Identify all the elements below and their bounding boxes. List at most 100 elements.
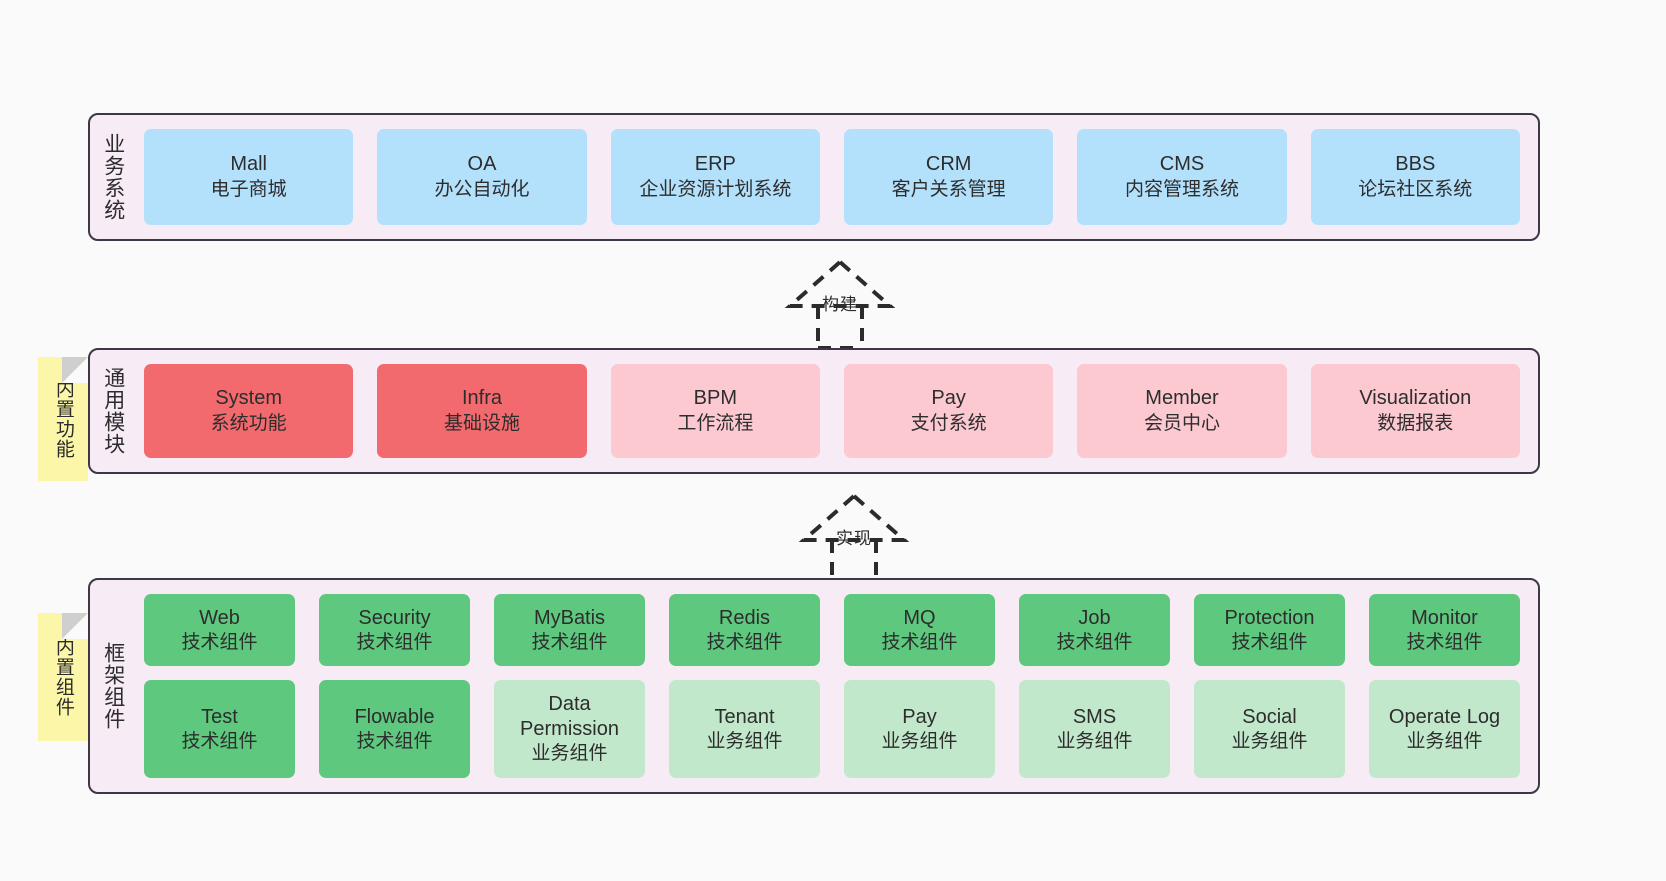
node-title: Social: [1242, 705, 1297, 728]
node-subtitle: 论坛社区系统: [1358, 178, 1473, 200]
node-title: Flowable: [354, 705, 435, 728]
node-subtitle: 业务组件: [706, 730, 783, 752]
note-builtin-component-label: 内置组件: [52, 637, 74, 717]
node-oa[interactable]: OA 办公自动化: [377, 129, 587, 225]
layer-business-system-label: 业务系统: [101, 133, 125, 221]
connector-implement: 实现: [754, 492, 954, 584]
node-subtitle: 业务组件: [1231, 730, 1308, 752]
node-sms[interactable]: SMS 业务组件: [1019, 680, 1170, 778]
node-subtitle: 业务组件: [531, 743, 608, 765]
node-security[interactable]: Security 技术组件: [319, 594, 470, 667]
node-title: Mall: [230, 153, 267, 176]
node-subtitle: 工作流程: [677, 412, 754, 434]
node-bpm[interactable]: BPM 工作流程: [610, 364, 820, 458]
node-title: Member: [1145, 387, 1219, 410]
node-title: MQ: [903, 606, 936, 629]
node-title: OA: [467, 153, 497, 176]
layer-common-module-label: 通用模块: [101, 367, 125, 455]
node-redis[interactable]: Redis 技术组件: [669, 594, 820, 667]
node-cms[interactable]: CMS 内容管理系统: [1077, 129, 1287, 225]
node-row: Mall 电子商城 OA 办公自动化 ERP 企业资源计划系统 CRM 客户关系…: [144, 129, 1520, 225]
node-title: Visualization: [1359, 387, 1472, 410]
node-social[interactable]: Social 业务组件: [1194, 680, 1345, 778]
node-title: BBS: [1395, 153, 1436, 176]
node-subtitle: 企业资源计划系统: [639, 178, 792, 200]
node-subtitle: 会员中心: [1143, 412, 1220, 434]
node-crm[interactable]: CRM 客户关系管理: [843, 129, 1054, 225]
layer-business-system-body: Mall 电子商城 OA 办公自动化 ERP 企业资源计划系统 CRM 客户关系…: [136, 115, 1538, 239]
node-mq[interactable]: MQ 技术组件: [844, 594, 995, 667]
node-data-permission[interactable]: Data Permission 业务组件: [494, 680, 645, 778]
node-title: Pay: [902, 705, 937, 728]
node-infra[interactable]: Infra 基础设施: [377, 364, 587, 458]
node-title: ERP: [694, 153, 736, 176]
node-title: Data Permission: [520, 693, 619, 741]
node-subtitle: 系统功能: [210, 412, 287, 434]
layer-common-module-body: System 系统功能 Infra 基础设施 BPM 工作流程 Pay 支付系统…: [136, 350, 1538, 472]
connector-build-label: 构建: [822, 295, 858, 314]
note-builtin-component[interactable]: 内置组件: [38, 613, 88, 741]
node-subtitle: 业务组件: [1406, 730, 1483, 752]
note-builtin-function[interactable]: 内置功能: [38, 357, 88, 481]
node-subtitle: 支付系统: [910, 412, 987, 434]
node-subtitle: 客户关系管理: [891, 178, 1006, 200]
node-mall[interactable]: Mall 电子商城: [144, 129, 354, 225]
node-title: SMS: [1072, 705, 1117, 728]
node-subtitle: 技术组件: [1406, 631, 1483, 653]
node-subtitle: 技术组件: [181, 730, 258, 752]
node-flowable[interactable]: Flowable 技术组件: [319, 680, 470, 778]
node-row: System 系统功能 Infra 基础设施 BPM 工作流程 Pay 支付系统…: [144, 364, 1520, 458]
node-system[interactable]: System 系统功能: [144, 364, 354, 458]
node-visualization[interactable]: Visualization 数据报表: [1310, 364, 1520, 458]
node-title: Pay: [931, 387, 966, 410]
node-bbs[interactable]: BBS 论坛社区系统: [1310, 129, 1520, 225]
node-pay-module[interactable]: Pay 支付系统: [843, 364, 1054, 458]
note-builtin-function-label: 内置功能: [52, 379, 74, 459]
node-subtitle: 数据报表: [1377, 412, 1454, 434]
layer-framework-component[interactable]: 框架组件 Web 技术组件 Security 技术组件 MyBatis 技术组件…: [88, 578, 1540, 794]
layer-business-system[interactable]: 业务系统 Mall 电子商城 OA 办公自动化 ERP 企业资源计划系统 CRM…: [88, 113, 1540, 241]
node-protection[interactable]: Protection 技术组件: [1194, 594, 1345, 667]
node-title: CMS: [1159, 153, 1205, 176]
layer-common-module[interactable]: 通用模块 System 系统功能 Infra 基础设施 BPM 工作流程 Pay…: [88, 348, 1540, 474]
node-mybatis[interactable]: MyBatis 技术组件: [494, 594, 645, 667]
node-subtitle: 技术组件: [881, 631, 958, 653]
node-title: BPM: [693, 387, 737, 410]
node-title: System: [215, 387, 282, 410]
layer-framework-component-body: Web 技术组件 Security 技术组件 MyBatis 技术组件 Redi…: [136, 580, 1538, 792]
node-subtitle: 技术组件: [356, 730, 433, 752]
node-title: Security: [358, 606, 431, 629]
node-subtitle: 电子商城: [210, 178, 287, 200]
node-subtitle: 技术组件: [531, 631, 608, 653]
node-row: Web 技术组件 Security 技术组件 MyBatis 技术组件 Redi…: [144, 594, 1520, 667]
node-subtitle: 内容管理系统: [1124, 178, 1239, 200]
node-title: Protection: [1224, 606, 1315, 629]
node-subtitle: 业务组件: [1056, 730, 1133, 752]
node-title: Monitor: [1411, 606, 1478, 629]
node-title: Infra: [461, 387, 502, 410]
node-subtitle: 业务组件: [881, 730, 958, 752]
node-pay-component[interactable]: Pay 业务组件: [844, 680, 995, 778]
connector-implement-label: 实现: [836, 529, 872, 548]
node-subtitle: 技术组件: [181, 631, 258, 653]
node-subtitle: 技术组件: [356, 631, 433, 653]
node-subtitle: 办公自动化: [434, 178, 530, 200]
node-web[interactable]: Web 技术组件: [144, 594, 295, 667]
node-subtitle: 技术组件: [1056, 631, 1133, 653]
node-title: MyBatis: [533, 606, 606, 629]
node-monitor[interactable]: Monitor 技术组件: [1369, 594, 1520, 667]
layer-framework-component-label: 框架组件: [101, 642, 125, 730]
node-member[interactable]: Member 会员中心: [1077, 364, 1287, 458]
connector-build: 构建: [740, 258, 940, 350]
node-operate-log[interactable]: Operate Log 业务组件: [1369, 680, 1520, 778]
node-row: Test 技术组件 Flowable 技术组件 Data Permission …: [144, 680, 1520, 778]
node-title: Web: [199, 606, 240, 629]
node-tenant[interactable]: Tenant 业务组件: [669, 680, 820, 778]
node-subtitle: 基础设施: [443, 412, 520, 434]
node-erp[interactable]: ERP 企业资源计划系统: [610, 129, 820, 225]
node-title: Test: [201, 705, 238, 728]
node-subtitle: 技术组件: [706, 631, 783, 653]
node-test[interactable]: Test 技术组件: [144, 680, 295, 778]
node-job[interactable]: Job 技术组件: [1019, 594, 1170, 667]
